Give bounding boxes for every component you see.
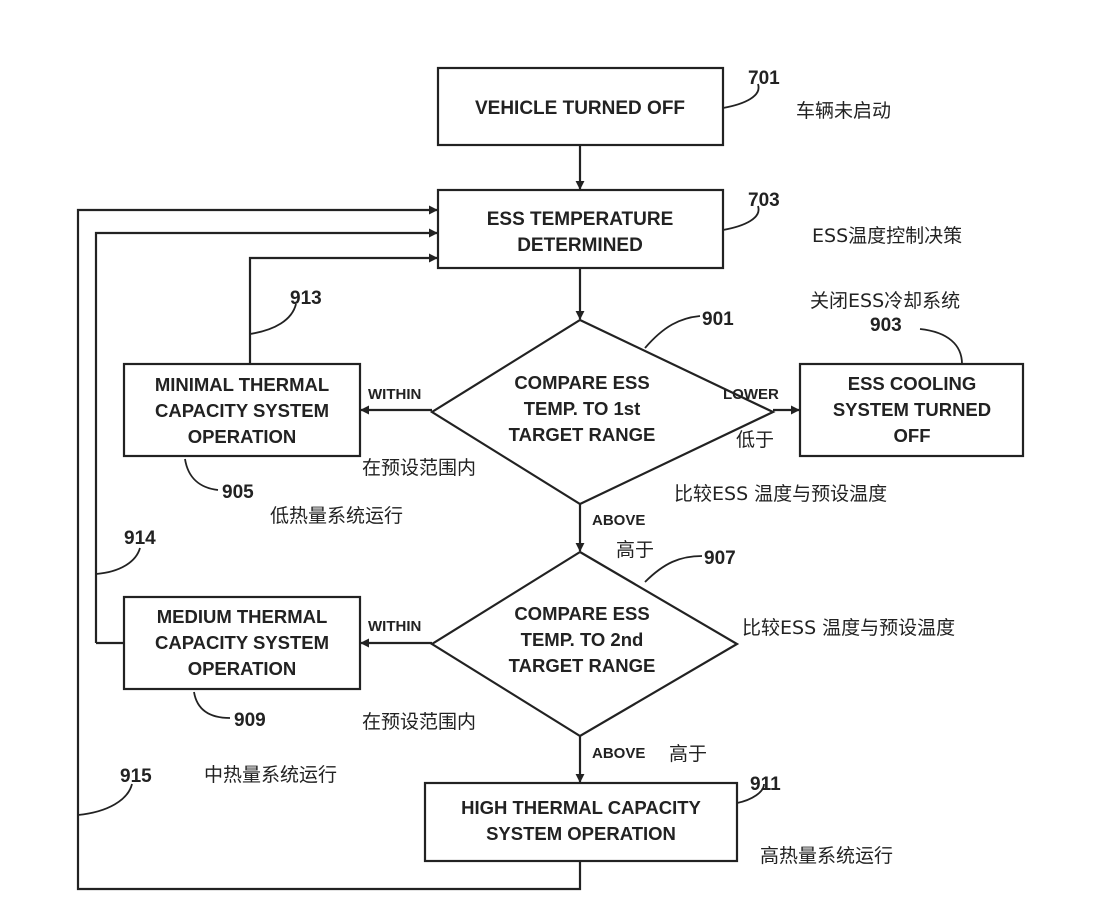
node-703-label-line1: ESS TEMPERATURE [487,209,674,230]
ref-901: 901 [702,309,734,330]
leader-913 [249,303,297,335]
edge-lower-label: LOWER [723,386,779,403]
node-903-label-line2: SYSTEM TURNED [833,399,991,420]
leader-911 [736,783,765,804]
cn-911: 高热量系统运行 [760,845,893,867]
node-701-label: VEHICLE TURNED OFF [475,98,685,119]
ref-913: 913 [290,288,322,309]
cn-909: 中热量系统运行 [204,764,337,786]
edge-above2-label: ABOVE [592,745,645,762]
leader-901 [644,315,701,349]
cn-701: 车辆未启动 [796,100,891,122]
edge-within1-cn: 在预设范围内 [362,457,476,479]
node-907-label-line2: TEMP. TO 2nd [521,629,644,650]
cn-905: 低热量系统运行 [270,505,403,527]
leader-915 [77,783,133,816]
feedback-914-909-to-703 [94,228,438,643]
ref-907: 907 [704,548,736,569]
node-903-label-line3: OFF [894,425,931,446]
ref-909: 909 [234,710,266,731]
node-911-label-line1: HIGH THERMAL CAPACITY [461,797,701,818]
node-901-label-line1: COMPARE ESS [514,372,649,393]
cn-907: 比较ESS 温度与预设温度 [742,617,955,639]
cn-901: 比较ESS 温度与预设温度 [674,483,887,505]
leader-909 [193,691,231,719]
feedback-915-911-to-703 [76,205,582,891]
ref-911: 911 [750,774,781,795]
edge-within1-label: WITHIN [368,386,421,403]
node-703-label-line2: DETERMINED [517,235,643,256]
feedback-913-905-to-703 [248,253,438,364]
cn-703: ESS温度控制决策 [812,225,962,247]
leader-903 [919,328,963,365]
node-911-box [423,781,739,863]
leader-701 [722,83,760,109]
edge-lower-cn: 低于 [736,429,774,451]
edge-above2-cn: 高于 [669,743,707,765]
node-901-label-line3: TARGET RANGE [509,424,656,445]
leader-907 [644,555,703,583]
ref-703: 703 [748,190,780,211]
ref-701: 701 [748,68,780,89]
node-907-label-line3: TARGET RANGE [509,655,656,676]
node-903-label-line1: ESS COOLING [848,373,977,394]
leader-905 [184,458,219,491]
node-909-label-line1: MEDIUM THERMAL [157,606,328,627]
node-911-label-line2: SYSTEM OPERATION [486,823,676,844]
node-909-label-line3: OPERATION [188,658,297,679]
node-909-label-line2: CAPACITY SYSTEM [155,632,329,653]
node-703-box [436,188,725,270]
ref-914: 914 [124,528,156,549]
edge-within2-cn: 在预设范围内 [362,711,476,733]
node-903-box [798,362,1025,458]
node-905-label-line3: OPERATION [188,426,297,447]
node-905-box [122,362,362,458]
node-905-label-line1: MINIMAL THERMAL [155,374,329,395]
ref-905: 905 [222,482,254,503]
cn-903: 关闭ESS冷却系统 [810,290,960,312]
ref-915: 915 [120,766,152,787]
ref-903: 903 [870,315,902,336]
edge-above1-label: ABOVE [592,512,645,529]
edge-above1-cn: 高于 [616,539,654,561]
node-701-box [436,66,725,147]
leader-914 [95,547,141,575]
node-901-label-line2: TEMP. TO 1st [524,398,641,419]
node-907-label-line1: COMPARE ESS [514,603,649,624]
edge-within2-label: WITHIN [368,618,421,635]
leader-703 [722,205,760,231]
node-905-label-line2: CAPACITY SYSTEM [155,400,329,421]
